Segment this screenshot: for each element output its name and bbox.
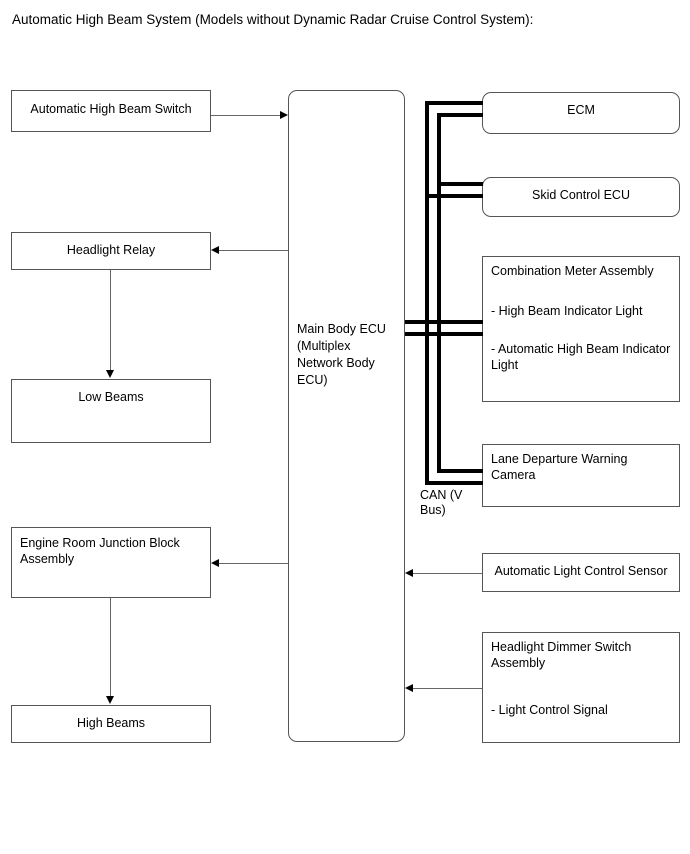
node-list-item: - Automatic High Beam Indicator Light — [491, 342, 671, 372]
page-title: Automatic High Beam System (Models witho… — [12, 12, 534, 27]
node-engine-room-junction-block: Engine Room Junction Block Assembly — [11, 527, 211, 598]
node-headlight-dimmer-switch-assembly: Headlight Dimmer Switch Assembly - Light… — [482, 632, 680, 743]
arrowhead-into-high-beams — [106, 696, 114, 704]
can-bus-trunk-inner — [437, 113, 441, 473]
arrowhead-into-engine-room-junction-block — [211, 559, 219, 567]
can-bus-branch-meter-inner — [405, 332, 483, 336]
arrowhead-into-main-body-ecu-from-dimmer — [405, 684, 413, 692]
node-label: Skid Control ECU — [532, 188, 630, 202]
can-bus-branch-ecm-inner — [437, 113, 483, 117]
node-label: Engine Room Junction Block Assembly — [20, 536, 180, 566]
can-bus-label: CAN (V Bus) — [420, 488, 463, 517]
can-bus-branch-camera-inner — [437, 469, 483, 473]
node-list-item: - Light Control Signal — [491, 703, 608, 717]
node-lane-departure-warning-camera: Lane Departure Warning Camera — [482, 444, 680, 507]
node-list-item: - High Beam Indicator Light — [491, 304, 643, 318]
node-label: Automatic Light Control Sensor — [494, 564, 668, 578]
node-label: Low Beams — [78, 390, 144, 404]
can-bus-branch-camera-outer — [425, 481, 483, 485]
node-label: Combination Meter Assembly — [491, 264, 654, 278]
can-bus-trunk-outer — [425, 101, 429, 485]
connector-ecu-to-engine-room-junction-block — [218, 563, 288, 564]
node-low-beams: Low Beams — [11, 379, 211, 443]
node-skid-control-ecu: Skid Control ECU — [482, 177, 680, 217]
node-label: Headlight Dimmer Switch Assembly — [491, 640, 632, 670]
node-high-beams: High Beams — [11, 705, 211, 743]
node-automatic-high-beam-switch: Automatic High Beam Switch — [11, 90, 211, 132]
node-label: High Beams — [76, 716, 146, 730]
connector-light-sensor-to-ecu — [412, 573, 482, 574]
arrowhead-into-main-body-ecu-from-sensor — [405, 569, 413, 577]
node-automatic-light-control-sensor: Automatic Light Control Sensor — [482, 553, 680, 592]
connector-ecu-to-headlight-relay — [218, 250, 288, 251]
node-combination-meter-assembly: Combination Meter Assembly - High Beam I… — [482, 256, 680, 402]
connector-junction-block-to-high-beams — [110, 598, 111, 697]
connector-switch-to-ecu — [211, 115, 286, 116]
node-label: Automatic High Beam Switch — [30, 102, 192, 116]
node-label: Main Body ECU (Multiplex Network Body EC… — [297, 322, 386, 387]
connector-relay-to-low-beams — [110, 270, 111, 371]
arrowhead-into-low-beams — [106, 370, 114, 378]
node-ecm: ECM — [482, 92, 680, 134]
node-label: ECM — [567, 103, 595, 117]
can-bus-branch-ecm-outer — [425, 101, 483, 105]
connector-dimmer-switch-to-ecu — [412, 688, 482, 689]
can-bus-branch-skid-inner — [437, 182, 483, 186]
node-label: Headlight Relay — [66, 243, 156, 257]
arrowhead-into-headlight-relay — [211, 246, 219, 254]
node-main-body-ecu: Main Body ECU (Multiplex Network Body EC… — [288, 90, 405, 742]
can-bus-branch-skid-outer — [425, 194, 483, 198]
node-headlight-relay: Headlight Relay — [11, 232, 211, 270]
node-label: Lane Departure Warning Camera — [491, 452, 628, 482]
arrowhead-into-main-body-ecu — [280, 111, 288, 119]
can-bus-branch-meter-outer — [405, 320, 483, 324]
